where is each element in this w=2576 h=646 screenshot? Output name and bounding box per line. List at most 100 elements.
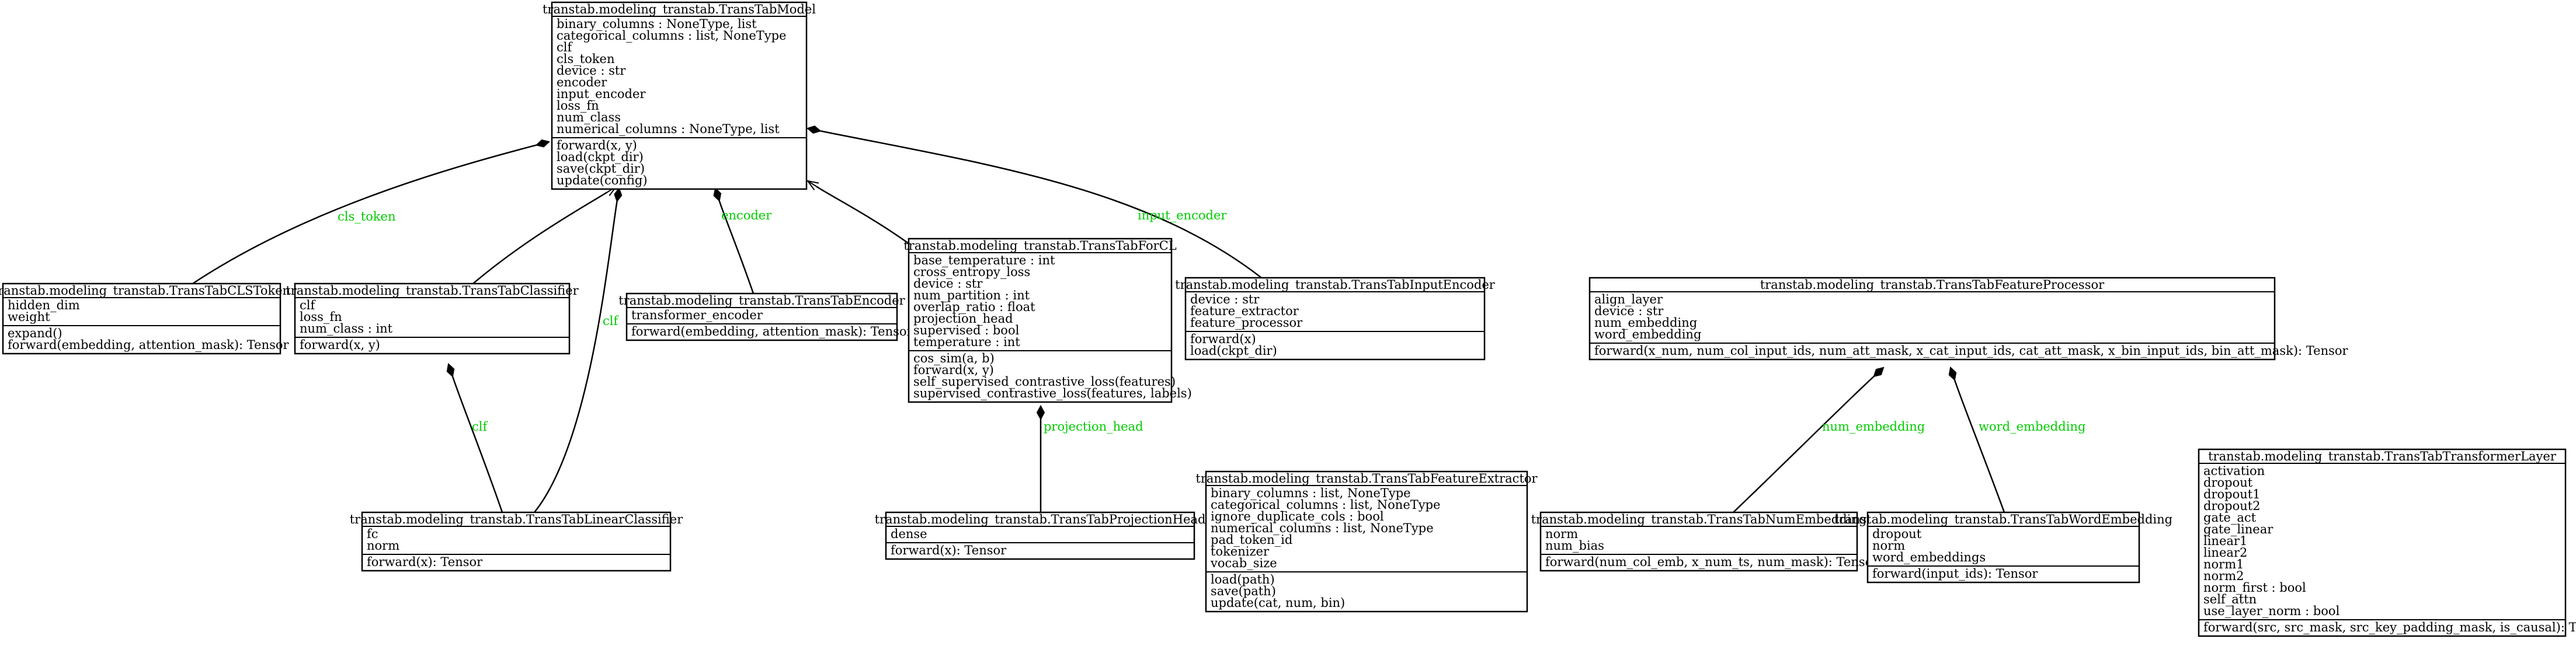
relation-line-linear-to-classifier xyxy=(451,376,503,513)
relation-label: clf xyxy=(603,314,619,328)
class-attribute: categorical_columns : list, NoneType xyxy=(557,29,786,43)
class-attribute: device : str xyxy=(1594,304,1664,318)
class-attribute: feature_extractor xyxy=(1190,304,1299,318)
class-attribute: linear1 xyxy=(2203,534,2247,548)
relation-line-wordemb-to-processor xyxy=(1953,379,2005,513)
class-attribute: device : str xyxy=(1190,292,1260,306)
composition-diamond xyxy=(446,363,455,378)
class-attribute: norm1 xyxy=(2203,557,2244,571)
class-frame xyxy=(2198,448,2567,637)
class-method: forward(num_col_emb, x_num_ts, num_mask)… xyxy=(1545,555,1879,569)
class-title: transtab.modeling_transtab.TransTabFeatu… xyxy=(1195,472,1538,486)
class-attribute: loss_fn xyxy=(300,310,342,324)
class-box-wordembedding: transtab.modeling_transtab.TransTabWordE… xyxy=(1834,511,2172,584)
class-attribute: norm2 xyxy=(2203,569,2244,583)
composition-diamond xyxy=(1036,404,1045,421)
class-frame xyxy=(551,1,808,190)
class-attribute: dropout xyxy=(1872,527,1922,541)
class-attribute: cross_entropy_loss xyxy=(913,265,1030,279)
class-attribute: encoder xyxy=(557,75,607,89)
class-attribute: word_embeddings xyxy=(1872,550,1986,564)
class-frame xyxy=(885,511,1195,560)
class-attribute: binary_columns : NoneType, list xyxy=(557,17,757,31)
class-method: supervised_contrastive_loss(features, la… xyxy=(913,386,1192,400)
class-attribute: num_partition : int xyxy=(913,288,1030,302)
class-attribute: dropout1 xyxy=(2203,487,2261,501)
class-attribute: norm xyxy=(367,539,399,553)
class-frame xyxy=(625,292,898,341)
class-method: forward(embedding, attention_mask): Tens… xyxy=(631,324,913,338)
class-frame xyxy=(1205,470,1528,613)
class-attribute: gate_linear xyxy=(2203,522,2273,536)
class-method: forward(src, src_mask, src_key_padding_m… xyxy=(2203,620,2576,634)
class-title: transtab.modeling_transtab.TransTabInput… xyxy=(1175,278,1496,292)
class-frame xyxy=(361,511,672,572)
relation-label: num_embedding xyxy=(1822,420,1925,434)
class-attribute: dropout2 xyxy=(2203,499,2261,513)
composition-diamond xyxy=(713,187,722,202)
class-frame xyxy=(1539,511,1858,572)
class-attribute: categorical_columns : list, NoneType xyxy=(1211,498,1440,512)
class-box-projectionhead: transtab.modeling_transtab.TransTabProje… xyxy=(875,511,1205,560)
relations-layer xyxy=(192,125,2005,513)
class-box-clstoken: transtab.modeling_transtab.TransTabCLSTo… xyxy=(0,282,290,355)
class-attribute: fc xyxy=(367,527,378,541)
class-method: load(path) xyxy=(1211,572,1275,586)
class-title: transtab.modeling_transtab.TransTabCLSTo… xyxy=(0,284,290,298)
class-attribute: temperature : int xyxy=(913,335,1020,349)
class-attribute: norm_first : bool xyxy=(2203,581,2306,595)
class-attribute: num_class xyxy=(557,110,621,124)
class-attribute: use_layer_norm : bool xyxy=(2203,604,2340,618)
relation-label: encoder xyxy=(721,208,772,222)
composition-diamond xyxy=(535,139,551,148)
class-frame xyxy=(1866,511,2140,584)
class-method: update(cat, num, bin) xyxy=(1211,596,1345,610)
class-attribute: transformer_encoder xyxy=(631,308,763,322)
class-title: transtab.modeling_transtab.TransTabClass… xyxy=(286,284,579,298)
class-method: forward(embedding, attention_mask): Tens… xyxy=(8,338,290,352)
composition-diamond xyxy=(1948,366,1957,381)
class-method: load(ckpt_dir) xyxy=(1190,344,1277,358)
relation-line-numemb-to-processor xyxy=(1733,376,1875,513)
class-attribute: linear2 xyxy=(2203,546,2247,560)
class-method: save(path) xyxy=(1211,584,1276,598)
class-method: self_supervised_contrastive_loss(feature… xyxy=(913,375,1176,389)
class-attribute: clf xyxy=(300,298,316,312)
class-attribute: pad_token_id xyxy=(1211,533,1292,547)
class-attribute: align_layer xyxy=(1594,292,1663,306)
class-attribute: dropout xyxy=(2203,476,2253,490)
class-box-transtabmodel: transtab.modeling_transtab.TransTabModel… xyxy=(543,1,816,190)
class-box-inputencoder: transtab.modeling_transtab.TransTabInput… xyxy=(1175,277,1496,361)
relation-line-forcl-to-model xyxy=(816,186,912,246)
relation-label: projection_head xyxy=(1044,420,1143,434)
inheritance-arrow-shaft xyxy=(807,180,817,187)
class-attribute: projection_head xyxy=(913,312,1013,326)
composition-diamond xyxy=(806,125,822,134)
class-title: transtab.modeling_transtab.TransTabEncod… xyxy=(618,294,905,308)
class-method: update(config) xyxy=(557,173,648,187)
composition-diamond xyxy=(1873,366,1885,378)
class-method: forward(x, y) xyxy=(913,363,994,377)
relation-label: word_embedding xyxy=(1979,420,2085,434)
relation-label: cls_token xyxy=(338,209,396,224)
class-frame xyxy=(294,282,571,355)
class-box-linearclassifier: transtab.modeling_transtab.TransTabLinea… xyxy=(350,511,683,572)
class-title: transtab.modeling_transtab.TransTabTrans… xyxy=(2208,449,2557,463)
class-attribute: overlap_ratio : float xyxy=(913,300,1035,314)
class-attribute: dense xyxy=(891,527,927,541)
class-attribute: supervised : bool xyxy=(913,323,1020,337)
class-box-forcl: transtab.modeling_transtab.TransTabForCL… xyxy=(903,238,1192,403)
class-attribute: cls_token xyxy=(557,52,615,66)
relation-line-encoder-to-model xyxy=(718,200,755,294)
class-attribute: device : str xyxy=(913,277,983,291)
composition-diamond xyxy=(614,187,623,202)
class-box-featureextractor: transtab.modeling_transtab.TransTabFeatu… xyxy=(1195,470,1538,613)
class-attribute: input_encoder xyxy=(557,87,646,101)
class-attribute: base_temperature : int xyxy=(913,253,1055,267)
class-box-encoder: transtab.modeling_transtab.TransTabEncod… xyxy=(618,292,913,341)
relation-line-clstoken-to-model xyxy=(192,144,537,285)
class-title: transtab.modeling_transtab.TransTabNumEm… xyxy=(1531,512,1867,526)
class-method: forward(x): Tensor xyxy=(891,543,1007,557)
